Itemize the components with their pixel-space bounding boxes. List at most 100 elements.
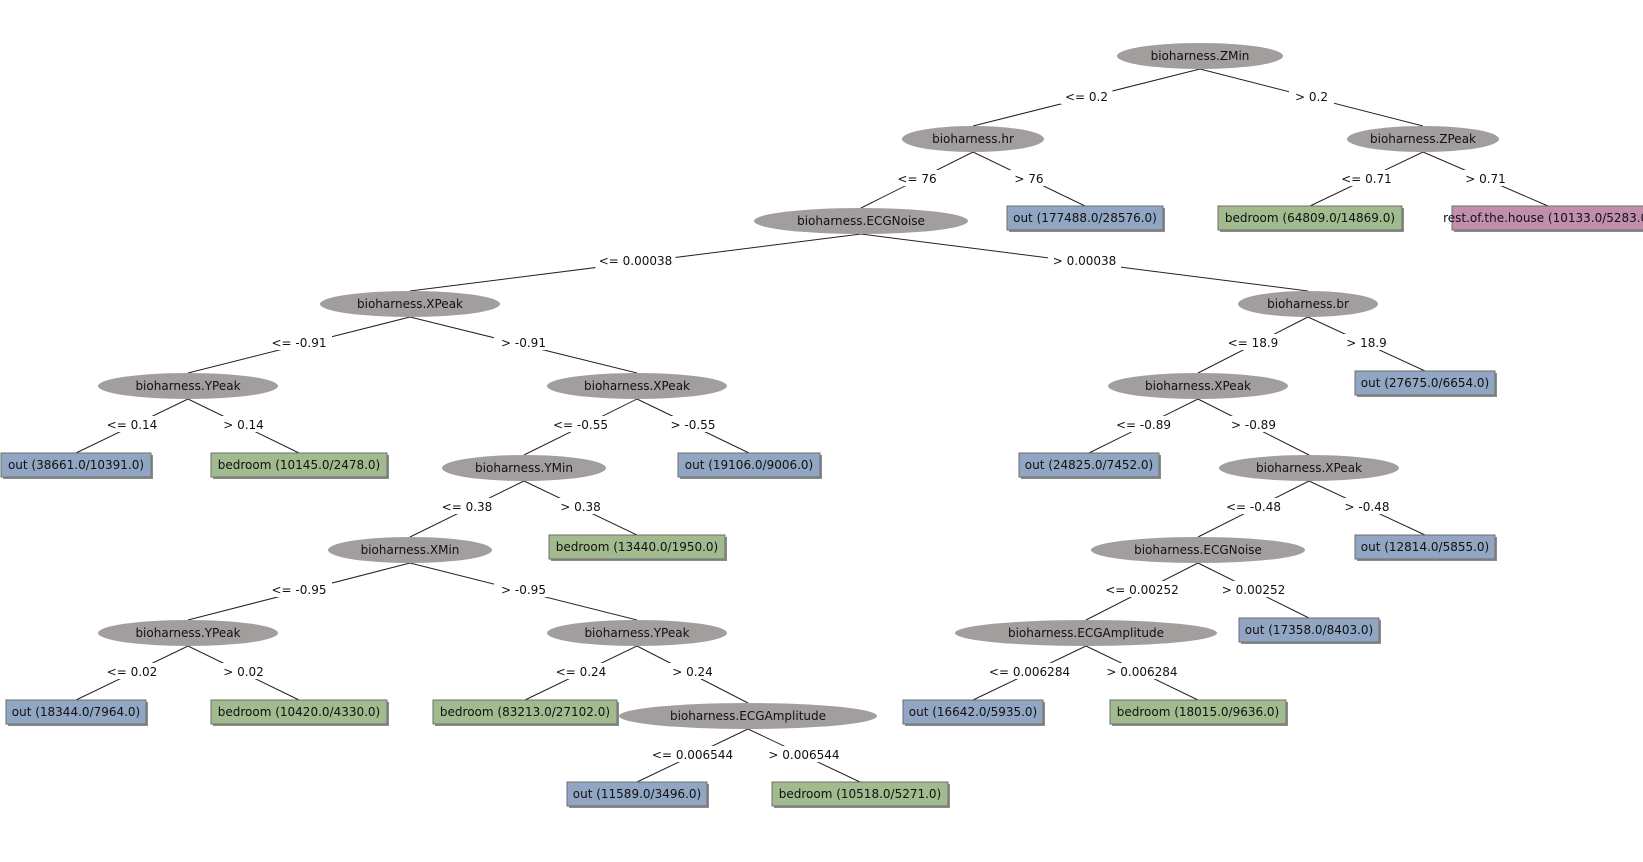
split-node: bioharness.YPeak	[547, 620, 727, 646]
edge-label-background	[217, 416, 270, 432]
edge-label: <= 0.38	[442, 500, 493, 514]
leaf-node-box	[548, 534, 726, 560]
split-node-shape	[442, 455, 606, 481]
tree-edge: > -0.55	[636, 398, 750, 454]
split-node: bioharness.YPeak	[98, 620, 278, 646]
leaf-node-box	[210, 699, 388, 725]
leaf-node-label: out (16642.0/5935.0)	[909, 705, 1037, 719]
split-node-label: bioharness.YPeak	[135, 379, 240, 393]
edge-label-background	[1220, 498, 1287, 514]
leaf-node-box	[677, 452, 821, 478]
tree-edge: > 76	[972, 151, 1086, 207]
split-node-shape	[547, 620, 727, 646]
split-node: bioharness.XPeak	[1219, 455, 1399, 481]
tree-edge: <= -0.55	[523, 398, 638, 456]
tree-edge: <= -0.91	[187, 316, 411, 374]
edge-label: > -0.89	[1231, 418, 1276, 432]
edge-label-background	[1217, 581, 1290, 597]
edge-label: <= 0.2	[1065, 90, 1108, 104]
edge-label: <= 0.71	[1341, 172, 1392, 186]
split-node-shape	[902, 126, 1044, 152]
edge-label: > 0.71	[1465, 172, 1506, 186]
leaf-node-label: bedroom (10518.0/5271.0)	[779, 787, 942, 801]
leaf-node: out (12814.0/5855.0)	[1354, 534, 1497, 561]
split-node-shape	[320, 291, 500, 317]
edge-label: > 0.38	[560, 500, 601, 514]
leaf-node-label: out (17358.0/8403.0)	[1245, 623, 1373, 637]
edge-label-background	[894, 170, 940, 186]
split-node-label: bioharness.YMin	[475, 461, 573, 475]
split-node-label: bioharness.YPeak	[584, 626, 689, 640]
leaf-node-box	[1354, 370, 1496, 396]
split-node-label: bioharness.XPeak	[357, 297, 463, 311]
tree-edge: <= -0.48	[1197, 480, 1310, 538]
edge-label: > 76	[1014, 172, 1043, 186]
edge-label-background	[547, 416, 614, 432]
leaf-node-label: out (177488.0/28576.0)	[1013, 211, 1157, 225]
split-node: bioharness.ECGAmplitude	[619, 703, 877, 729]
edge-label: > -0.55	[671, 418, 716, 432]
leaf-node-label: bedroom (10145.0/2478.0)	[218, 458, 381, 472]
split-node-shape	[328, 537, 492, 563]
split-node-label: bioharness.ECGNoise	[1134, 543, 1262, 557]
tree-edge: > -0.48	[1308, 480, 1426, 536]
tree-edge: <= 0.38	[409, 480, 525, 538]
tree-edge: > -0.95	[409, 562, 638, 621]
leaf-node-label: out (24825.0/7452.0)	[1025, 458, 1153, 472]
tree-edge: > 0.71	[1422, 151, 1549, 207]
tree-edge: > 0.38	[523, 480, 638, 536]
edge-label: <= -0.91	[272, 336, 327, 350]
split-node: bioharness.br	[1238, 291, 1378, 317]
leaf-node-box	[1451, 205, 1643, 231]
leaf-node-label: out (38661.0/10391.0)	[8, 458, 144, 472]
edge-label-background	[1102, 581, 1182, 597]
edge-label-background	[494, 334, 553, 350]
edge-label: > 0.02	[223, 665, 264, 679]
tree-edge: > 0.00252	[1197, 562, 1310, 619]
split-node-label: bioharness.br	[1267, 297, 1349, 311]
edge-label-background	[1048, 252, 1121, 268]
edge-label: > 0.00252	[1222, 583, 1286, 597]
edge-label: <= 0.00038	[599, 254, 673, 268]
edge-label-background	[494, 581, 553, 597]
edge-label: > 0.006544	[768, 748, 839, 762]
split-node: bioharness.ECGNoise	[754, 208, 968, 234]
split-node-label: bioharness.ZPeak	[1370, 132, 1476, 146]
leaf-node: bedroom (13440.0/1950.0)	[548, 534, 727, 561]
leaf-node-box	[0, 452, 152, 478]
tree-edge: > 0.006284	[1085, 645, 1199, 701]
leaf-node-label: bedroom (18015.0/9636.0)	[1117, 705, 1280, 719]
leaf-node-label: out (11589.0/3496.0)	[573, 787, 701, 801]
edge-label: <= 0.00252	[1105, 583, 1179, 597]
tree-edge: <= 0.00038	[409, 233, 862, 292]
edge-label: > 0.24	[672, 665, 713, 679]
tree-edge: <= -0.89	[1088, 398, 1199, 454]
split-node-label: bioharness.YPeak	[135, 626, 240, 640]
tree-edge: <= -0.95	[187, 562, 411, 621]
leaf-node-box	[1354, 534, 1496, 560]
edge-label: <= 0.14	[107, 418, 158, 432]
edge-label: > 0.00038	[1053, 254, 1117, 268]
edge-label-background	[1224, 416, 1283, 432]
leaf-node-label: out (18344.0/7964.0)	[12, 705, 140, 719]
leaf-node: out (17358.0/8403.0)	[1238, 617, 1381, 644]
split-node-shape	[754, 208, 968, 234]
split-node: bioharness.XPeak	[1108, 373, 1288, 399]
leaf-node-label: bedroom (64809.0/14869.0)	[1225, 211, 1395, 225]
leaf-node-box	[1109, 699, 1287, 725]
edge-label: <= 0.006284	[989, 665, 1070, 679]
edge-label-background	[986, 663, 1073, 679]
edge-label-background	[102, 663, 162, 679]
edge-label-background	[266, 581, 332, 597]
leaf-node-box	[5, 699, 147, 725]
split-node: bioharness.XPeak	[547, 373, 727, 399]
edge-label: > 18.9	[1346, 336, 1387, 350]
edge-label-background	[663, 416, 723, 432]
edge-label-background	[551, 663, 611, 679]
edges-layer: <= 0.2> 0.2<= 76> 76<= 0.71> 0.71<= 0.00…	[75, 68, 1549, 783]
leaf-node-label: bedroom (13440.0/1950.0)	[556, 540, 719, 554]
leaf-node-box	[1006, 205, 1164, 231]
leaf-node: bedroom (64809.0/14869.0)	[1217, 205, 1404, 232]
leaf-node: out (16642.0/5935.0)	[902, 699, 1045, 726]
